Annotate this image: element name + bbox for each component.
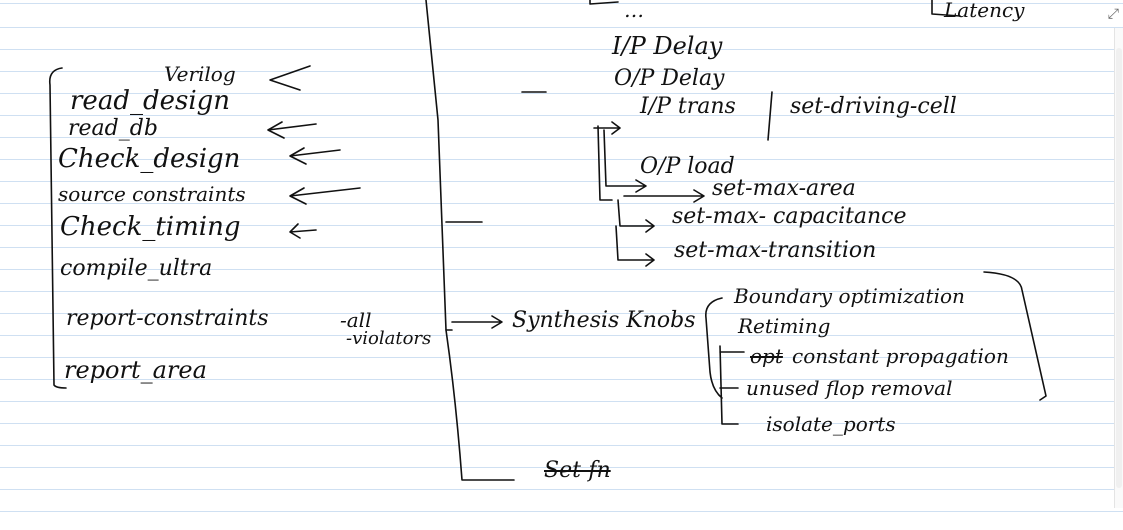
set-max-capacitance: set-max- capacitance — [672, 204, 907, 229]
arrow-left-2 — [267, 121, 317, 139]
left-bracket — [48, 67, 67, 389]
arrow-left-4 — [289, 187, 361, 205]
arrow-left-5 — [289, 223, 317, 239]
top-fragment: … — [624, 0, 644, 22]
source-constraints: source constraints — [58, 182, 246, 206]
ip-trans: I/P trans — [640, 94, 736, 119]
knob-retiming: Retiming — [738, 314, 831, 338]
constraints-tree-2 — [593, 121, 621, 135]
top-right-bracket — [931, 0, 961, 17]
arrow-left-3 — [289, 147, 341, 165]
constraints-tree-6 — [615, 225, 655, 267]
arrow-synthesis — [451, 315, 503, 329]
report-constraints: report-constraints — [66, 306, 269, 331]
compile-ultra: compile_ultra — [60, 256, 213, 281]
knobs-right-bracket — [983, 271, 1047, 401]
slash-divider — [767, 91, 773, 141]
struck-set-fn: Set-fn — [544, 458, 611, 483]
synthesis-knobs-label: Synthesis Knobs — [512, 308, 696, 333]
constraints-tree-1 — [597, 125, 613, 201]
top-right-fragment: Latency — [944, 0, 1025, 22]
arrow-left-1 — [269, 65, 311, 91]
knob-struck-prefix: opt — [750, 344, 783, 368]
report-constraints-suffix: -violators — [346, 328, 432, 349]
op-load: O/P load — [640, 154, 735, 179]
knob-boundary-optimization: Boundary optimization — [734, 284, 965, 308]
scrollbar-thumb[interactable] — [1116, 48, 1122, 488]
ip-delay: I/P Delay — [612, 32, 723, 60]
read-db: read_db — [68, 116, 158, 141]
check-design: Check_design — [58, 144, 241, 174]
knobs-left-bracket — [705, 297, 723, 399]
top-corner — [589, 0, 619, 5]
report-constraints-flag: -all — [340, 308, 372, 332]
spine-lower — [445, 329, 515, 481]
set-max-transition: set-max-transition — [674, 238, 877, 263]
knob-unused-flop-removal: unused flop removal — [746, 376, 953, 400]
read-design-note: Verilog — [164, 62, 236, 86]
knobs-tree — [719, 345, 745, 425]
knob-constant-propagation: constant propagation — [792, 344, 1009, 368]
set-driving-cell: set-driving-cell — [790, 94, 957, 119]
constraints-tree-4 — [623, 189, 705, 203]
check-timing: Check_timing — [60, 212, 241, 242]
constraints-tree-5 — [617, 199, 655, 233]
op-delay: O/P Delay — [614, 66, 725, 91]
vertical-scrollbar[interactable] — [1114, 28, 1123, 508]
knob-isolate-ports: isolate_ports — [766, 412, 896, 436]
constraints-tree-3 — [603, 129, 647, 193]
read-design: read_design — [70, 86, 231, 116]
set-max-area: set-max-area — [712, 176, 856, 201]
main-spine — [425, 0, 453, 331]
expand-icon[interactable]: ⤢ — [1107, 6, 1119, 22]
report-area: report_area — [64, 356, 207, 384]
